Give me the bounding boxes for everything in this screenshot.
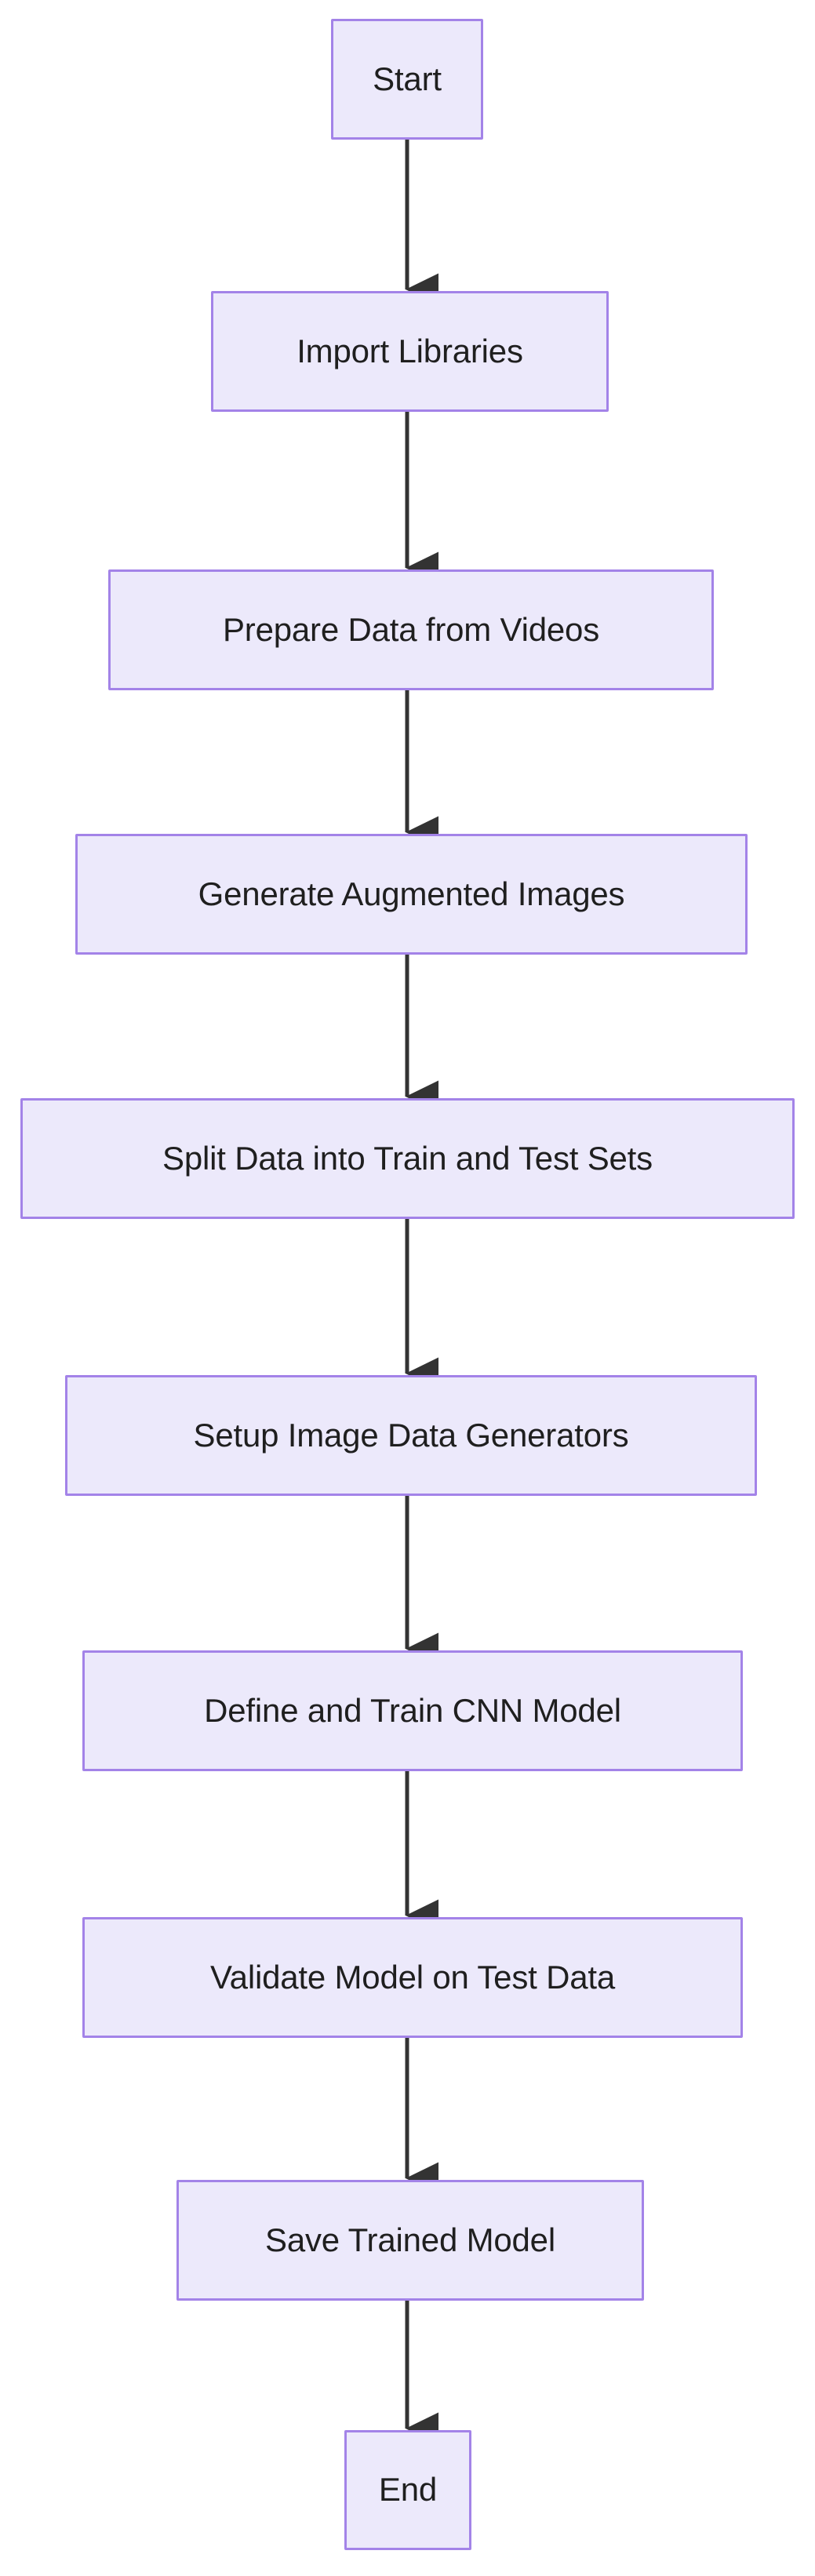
flowchart-node-split[interactable]: Split Data into Train and Test Sets (20, 1098, 795, 1219)
flowchart-node-setup[interactable]: Setup Image Data Generators (65, 1375, 757, 1496)
flowchart-node-label: Validate Model on Test Data (209, 1958, 616, 1996)
flowchart-node-start[interactable]: Start (331, 19, 483, 140)
flowchart-node-prepare[interactable]: Prepare Data from Videos (108, 569, 714, 690)
flowchart-node-label: Import Libraries (297, 332, 523, 369)
flowchart-node-validate[interactable]: Validate Model on Test Data (82, 1917, 743, 2038)
flowchart-node-label: Start (373, 60, 442, 97)
flowchart-node-label: Define and Train CNN Model (204, 1691, 621, 1729)
flowchart-node-imports[interactable]: Import Libraries (211, 291, 609, 412)
flowchart-node-label: Setup Image Data Generators (193, 1416, 629, 1454)
flowchart-node-label: Split Data into Train and Test Sets (162, 1139, 653, 1177)
flowchart-node-label: Save Trained Model (265, 2221, 555, 2258)
flowchart-node-train[interactable]: Define and Train CNN Model (82, 1650, 743, 1771)
flowchart-node-label: End (378, 2471, 438, 2509)
flowchart-node-label: Generate Augmented Images (198, 875, 625, 912)
flowchart-node-save[interactable]: Save Trained Model (176, 2180, 644, 2301)
flowchart-node-label: Prepare Data from Videos (222, 610, 599, 648)
flowchart-node-augment[interactable]: Generate Augmented Images (75, 834, 748, 955)
flowchart-node-end[interactable]: End (344, 2430, 471, 2550)
